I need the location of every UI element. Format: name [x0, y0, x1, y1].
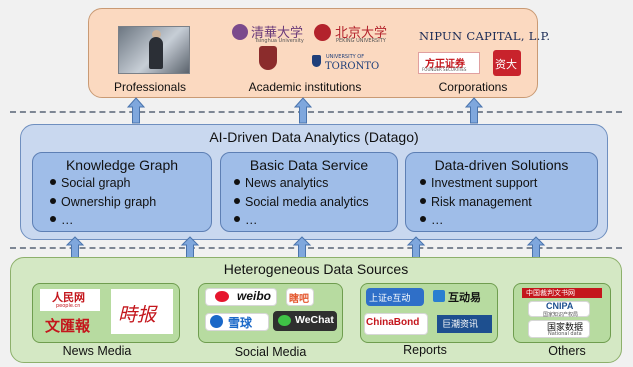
professionals-label: Professionals	[113, 80, 187, 94]
knowledge-graph-box	[32, 152, 212, 232]
up-arrow-icon	[180, 236, 200, 259]
basic-data-service-item: Social media analytics	[234, 195, 369, 209]
up-arrow-icon	[293, 97, 313, 124]
social-media-label: Social Media	[234, 345, 307, 359]
founder-securities-text: 方正证券	[425, 59, 465, 70]
news-media-label: News Media	[62, 344, 132, 358]
up-arrow-icon	[126, 97, 146, 124]
guojia-shuju-logo-text: 国家数据	[547, 323, 584, 333]
cnipa-logo	[528, 301, 590, 317]
cnipa-logo-text: CNIPA	[546, 301, 574, 311]
founder-securities-logo	[418, 52, 480, 74]
people-cn-text: people.cn	[56, 303, 81, 309]
wenshu-logo-text: 中国裁判文书网	[526, 289, 575, 297]
knowledge-graph-item: …	[50, 213, 74, 227]
basic-data-service-box	[220, 152, 398, 232]
bullet-icon	[234, 216, 240, 222]
knowledge-graph-item: Social graph	[50, 176, 131, 190]
guojia-shuju-logo	[528, 320, 590, 338]
basic-data-service-item: News analytics	[234, 176, 328, 190]
up-arrow-icon	[526, 236, 546, 259]
corporations-label: Corporations	[438, 80, 508, 94]
pku-seal-icon	[314, 24, 331, 41]
wechat-logo-text: WeChat	[295, 314, 334, 326]
founder-securities-subtext: FOUNDER SECURITIES	[422, 67, 467, 72]
bullet-icon	[420, 198, 426, 204]
xiaba-logo-text: 瞎吧	[289, 294, 309, 305]
toronto-logo-text: TORONTO	[325, 61, 380, 72]
basic-data-service-title: Basic Data Service	[249, 157, 369, 173]
data-driven-solutions-item: Risk management	[420, 195, 532, 209]
cnipa-logo-subtext: 国家知识产权局	[543, 312, 579, 318]
reports-label: Reports	[403, 343, 447, 357]
wenshu-logo	[522, 288, 602, 298]
bullet-icon	[234, 179, 240, 185]
shishi-logo	[111, 289, 173, 334]
xueqiu-logo-text: 雪球	[228, 316, 253, 330]
up-arrow-icon	[406, 236, 426, 259]
red-square-logo	[493, 50, 521, 76]
person-body-shape	[149, 37, 163, 69]
bullet-icon	[234, 198, 240, 204]
separator-dashed-bottom	[10, 247, 622, 249]
wechat-bubble-icon	[278, 315, 291, 326]
shangzheng-logo-text: 上证e互动	[369, 294, 411, 304]
hudongyi-logo-text: 互动易	[448, 291, 481, 304]
data-sources-title: Heterogeneous Data Sources	[223, 261, 409, 277]
knowledge-graph-title: Knowledge Graph	[65, 157, 179, 173]
separator-dashed-top	[10, 111, 622, 113]
datago-title: AI-Driven Data Analytics (Datago)	[209, 129, 419, 145]
basic-data-service-item: …	[234, 213, 258, 227]
shishi-logo-text: 時报	[118, 304, 157, 326]
xiaba-logo	[286, 288, 314, 306]
cninfo-logo-text: 巨潮资讯	[442, 320, 479, 330]
national-data-text: National data	[548, 331, 582, 337]
others-label: Others	[548, 344, 586, 358]
professionals-photo	[118, 26, 190, 74]
tsinghua-logo-subtext: Tsinghua University	[255, 38, 304, 44]
toronto-logo-subtext: UNIVERSITY OF	[326, 54, 365, 60]
bullet-icon	[420, 216, 426, 222]
bullet-icon	[420, 179, 426, 185]
toronto-crest-icon	[312, 55, 321, 67]
shangzheng-logo	[366, 288, 424, 306]
nipun-capital-logo: NIPUN CAPITAL, L.P.	[419, 29, 551, 43]
up-arrow-icon	[464, 97, 484, 124]
weibo-logo-text: weibo	[237, 289, 272, 303]
data-driven-solutions-box	[405, 152, 598, 232]
red-square-logo-text: 资大	[495, 58, 517, 71]
bullet-icon	[50, 198, 56, 204]
tsinghua-seal-icon	[232, 24, 248, 40]
bullet-icon	[50, 216, 56, 222]
chinabond-logo	[364, 313, 428, 335]
cninfo-logo	[437, 315, 492, 333]
data-driven-solutions-title: Data-driven Solutions	[434, 157, 569, 173]
person-head-shape	[152, 30, 161, 39]
up-arrows-upper	[126, 97, 484, 124]
up-arrow-icon	[292, 236, 312, 259]
chinabond-logo-text: ChinaBond	[366, 317, 420, 328]
tsinghua-logo-text: 清華大学	[251, 26, 304, 41]
knowledge-graph-item: Ownership graph	[50, 195, 156, 209]
data-driven-solutions-item: Investment support	[420, 176, 537, 190]
university-crest-icon	[259, 46, 277, 70]
data-driven-solutions-item: …	[420, 213, 444, 227]
academic-institutions-label: Academic institutions	[248, 80, 362, 94]
xueqiu-ball-icon	[210, 315, 223, 328]
pku-logo-subtext: PEKING UNIVERSITY	[336, 38, 386, 44]
wenhuibao-logo: 文匯報	[45, 317, 91, 335]
pku-logo-text: 北京大学	[335, 26, 388, 41]
renminwang-logo	[40, 289, 100, 311]
hudongyi-icon	[433, 290, 445, 302]
bullet-icon	[50, 179, 56, 185]
renminwang-logo-text: 人民网	[52, 291, 85, 304]
up-arrow-icon	[65, 236, 85, 259]
weibo-eye-icon	[215, 291, 229, 302]
